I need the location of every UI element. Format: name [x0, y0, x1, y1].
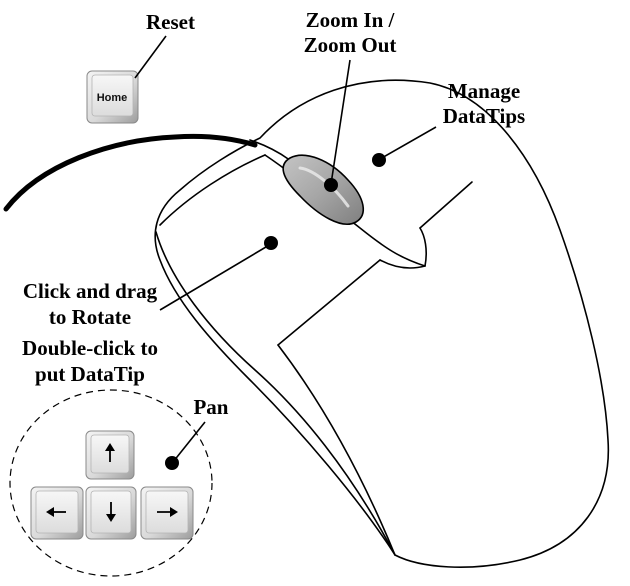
home-key: Home [86, 70, 139, 124]
rotate-label-line1: Click and drag [23, 279, 158, 303]
zoom-label-line2: Zoom Out [304, 33, 397, 57]
rotate-leader [159, 243, 272, 311]
arrow-left-icon [46, 507, 66, 517]
manage-label-line1: Manage [448, 79, 520, 103]
rotate-label-line3: Double-click to [22, 336, 158, 360]
pan-dot [165, 456, 179, 470]
rotate-label-line2: to Rotate [49, 305, 131, 329]
mouse-body [154, 79, 610, 568]
mouse-cable [3, 133, 258, 212]
zoom-dot [324, 178, 338, 192]
reset-leader [134, 35, 167, 79]
rotate-dot [264, 236, 278, 250]
arrow-key-left [30, 486, 84, 540]
scroll-wheel [282, 154, 365, 225]
arrow-down-icon [106, 502, 116, 522]
zoom-label-line1: Zoom In / [306, 8, 396, 32]
arrow-key-down [85, 486, 137, 540]
manage-leader [379, 126, 437, 160]
home-key-label: Home [97, 92, 128, 104]
reset-label: Reset [146, 10, 195, 34]
arrow-key-right [140, 486, 194, 540]
arrow-up-icon [105, 443, 115, 462]
zoom-leader [330, 59, 351, 185]
arrow-right-icon [157, 507, 178, 517]
manage-dot [372, 153, 386, 167]
rotate-label-line4: put DataTip [35, 362, 145, 386]
manage-label-line2: DataTips [443, 104, 525, 128]
arrow-key-up [85, 430, 135, 480]
pan-keys-ellipse [9, 389, 213, 577]
pan-leader [172, 421, 206, 463]
pan-label: Pan [193, 395, 228, 419]
